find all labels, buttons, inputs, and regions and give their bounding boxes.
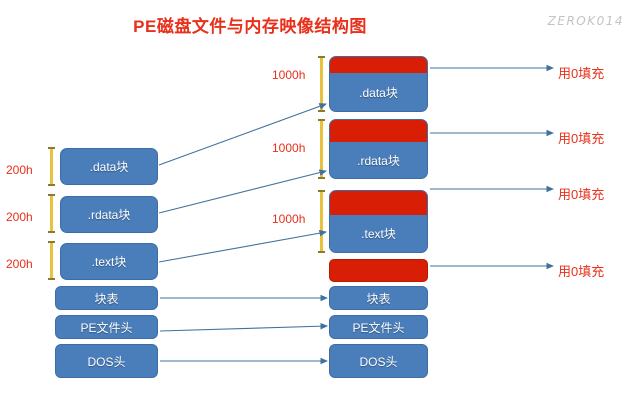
memory-block-data-label: .data块: [359, 85, 398, 100]
memory-block-header-zero-pad[interactable]: [329, 259, 428, 282]
memory-size-label-rdata: 1000h: [272, 141, 306, 155]
disk-block-pe-header-label: PE文件头: [80, 320, 133, 335]
disk-block-text-label: .text块: [91, 255, 127, 269]
memory-size-bracket-text: [318, 190, 325, 253]
disk-block-section-table-label: 块表: [94, 291, 119, 306]
disk-block-text[interactable]: .text块: [60, 243, 158, 280]
zero-fill-label-1: 用0填充: [558, 66, 605, 81]
memory-block-dos-header-label: DOS头: [359, 354, 398, 369]
memory-block-section-table-label: 块表: [366, 291, 391, 306]
memory-block-data[interactable]: .data块: [329, 56, 428, 112]
arrow-text-map: [158, 229, 328, 263]
memory-block-data-zero-pad: [330, 57, 427, 75]
disk-size-bracket-rdata: [48, 194, 55, 233]
memory-block-text-label: .text块: [361, 227, 396, 241]
disk-block-data[interactable]: .data块: [60, 148, 158, 185]
memory-block-text-zero-pad: [330, 191, 427, 217]
disk-block-pe-header[interactable]: PE文件头: [55, 315, 158, 339]
memory-size-label-text: 1000h: [272, 212, 306, 226]
zero-fill-label-3: 用0填充: [558, 187, 605, 202]
arrow-data-map: [158, 103, 328, 166]
memory-block-data-body: .data块: [330, 73, 427, 111]
disk-size-label-data: 200h: [6, 163, 33, 177]
disk-block-data-label: .data块: [89, 160, 129, 174]
watermark: ZEROK014: [547, 14, 624, 28]
disk-block-rdata[interactable]: .rdata块: [60, 196, 158, 233]
zero-fill-label-2: 用0填充: [558, 131, 605, 146]
disk-size-bracket-text: [48, 241, 55, 280]
arrow-pe-header-map: [159, 322, 329, 332]
disk-block-dos-header[interactable]: DOS头: [55, 344, 158, 378]
zero-fill-label-4: 用0填充: [558, 264, 605, 279]
memory-block-rdata-label: .rdata块: [357, 153, 400, 168]
memory-block-pe-header-label: PE文件头: [352, 320, 405, 335]
arrow-rdata-map: [158, 169, 328, 214]
memory-block-rdata[interactable]: .rdata块: [329, 119, 428, 179]
memory-block-section-table[interactable]: 块表: [329, 286, 428, 310]
disk-size-label-rdata: 200h: [6, 210, 33, 224]
disk-block-section-table[interactable]: 块表: [55, 286, 158, 310]
memory-block-text-body: .text块: [330, 215, 427, 252]
memory-block-rdata-zero-pad: [330, 120, 427, 144]
memory-size-bracket-data: [318, 56, 325, 112]
memory-block-dos-header[interactable]: DOS头: [329, 344, 428, 378]
memory-size-label-data: 1000h: [272, 68, 306, 82]
disk-size-bracket-data: [48, 147, 55, 186]
disk-block-dos-header-label: DOS头: [87, 354, 126, 369]
memory-block-rdata-body: .rdata块: [330, 142, 427, 178]
page-title: PE磁盘文件与内存映像结构图: [133, 17, 367, 36]
disk-block-rdata-label: .rdata块: [87, 208, 131, 222]
memory-block-text[interactable]: .text块: [329, 190, 428, 253]
memory-block-pe-header[interactable]: PE文件头: [329, 315, 428, 339]
memory-size-bracket-rdata: [318, 119, 325, 179]
disk-size-label-text: 200h: [6, 257, 33, 271]
